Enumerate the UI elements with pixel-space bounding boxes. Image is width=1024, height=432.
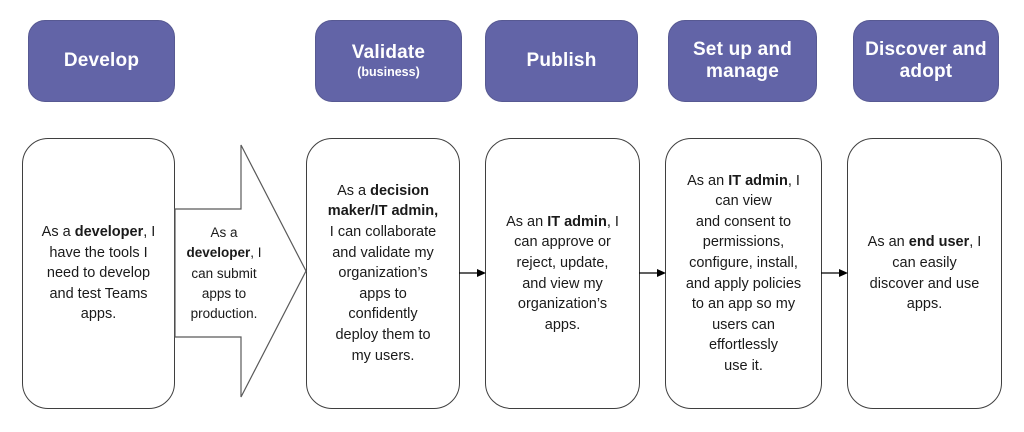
block-arrow-icon bbox=[174, 144, 307, 398]
stage-title: Develop bbox=[63, 49, 140, 71]
stage-title: Publish bbox=[526, 49, 597, 71]
stage-description: As a decision maker/IT admin, I can coll… bbox=[327, 182, 439, 364]
stage-header-validate: Validate (business) bbox=[315, 20, 462, 102]
right-arrow-icon-setup-to-discover bbox=[821, 269, 848, 277]
stage-card-publish: As an IT admin, I can approve or reject,… bbox=[485, 138, 640, 409]
stage-description: As an IT admin, I can approve or reject,… bbox=[506, 213, 619, 333]
stage-title: Set up and manage bbox=[692, 38, 793, 82]
stage-description: As an IT admin, I can view and consent t… bbox=[685, 172, 802, 374]
stage-title: Validate bbox=[351, 41, 426, 63]
stage-card-validate: As a decision maker/IT admin, I can coll… bbox=[306, 138, 460, 409]
stage-description: As a developer, I have the tools I need … bbox=[41, 224, 156, 323]
stage-header-discover-and-adopt: Discover and adopt bbox=[853, 20, 999, 102]
stage-header-set-up-and-manage: Set up and manage bbox=[668, 20, 817, 102]
stage-title: Discover and adopt bbox=[865, 38, 987, 82]
block-arrow-label: As a developer, I can submit apps to pro… bbox=[186, 225, 262, 321]
stage-subtitle: (business) bbox=[357, 65, 420, 80]
stage-card-set-up-and-manage: As an IT admin, I can view and consent t… bbox=[665, 138, 822, 409]
stage-card-discover-and-adopt: As an end user, I can easily discover an… bbox=[847, 138, 1002, 409]
right-arrow-icon-publish-to-setup bbox=[639, 269, 666, 277]
stage-header-publish: Publish bbox=[485, 20, 638, 102]
stage-card-develop: As a developer, I have the tools I need … bbox=[22, 138, 175, 409]
stage-header-develop: Develop bbox=[28, 20, 175, 102]
stage-description: As an end user, I can easily discover an… bbox=[867, 234, 982, 313]
right-arrow-icon-validate-to-publish bbox=[459, 269, 486, 277]
